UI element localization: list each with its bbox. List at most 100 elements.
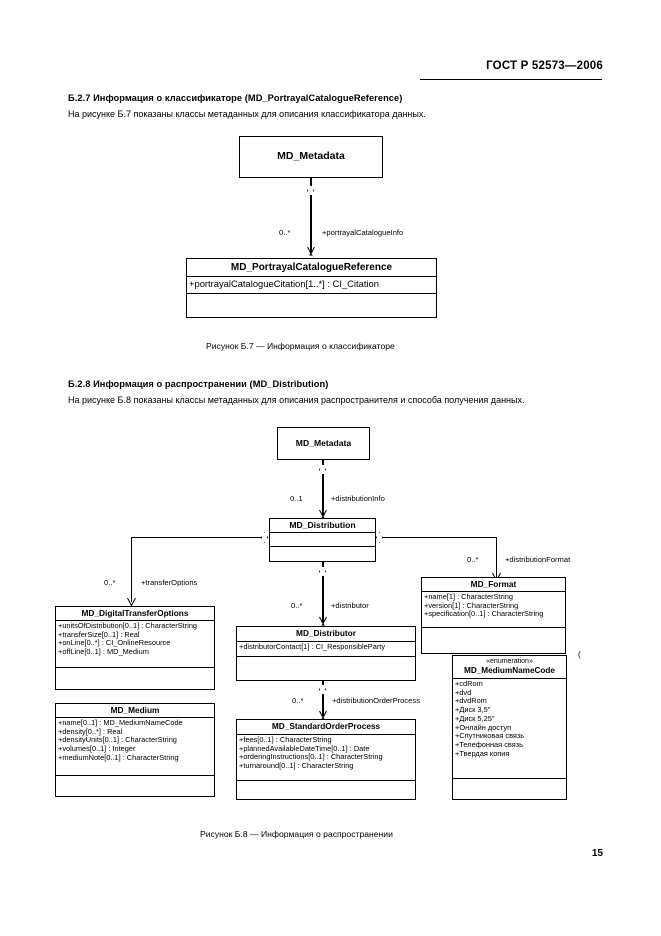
section-b28-title: Б.2.8 Информация о распространении (MD_D… — [68, 379, 329, 389]
uml-operation-compartment — [56, 776, 214, 797]
assoc-multiplicity: 0..1 — [290, 494, 303, 503]
uml-operation-compartment — [270, 547, 375, 561]
uml-attribute: +onLine[0..*] : CI_OnlineResource — [58, 638, 171, 648]
uml-class-name: MD_PortrayalCatalogueReference — [187, 259, 436, 277]
assoc-arrowhead — [306, 247, 317, 256]
assoc-multiplicity: 0..* — [292, 696, 304, 705]
assoc-line-segment — [496, 537, 498, 578]
uml-class-md-distributor[interactable]: MD_Distributor +distributorContact[1] : … — [236, 626, 416, 681]
uml-operation-compartment — [56, 668, 214, 689]
assoc-line-segment — [383, 537, 497, 539]
aggregation-diamond — [261, 532, 268, 543]
uml-attribute-compartment: +distributorContact[1] : CI_ResponsibleP… — [237, 642, 415, 657]
section-b28-body: На рисунке Б.8 показаны классы метаданны… — [68, 395, 525, 405]
uml-class-name: MD_Distributor — [237, 627, 415, 642]
uml-attribute: +densityUnits[0..1] : CharacterString — [58, 735, 177, 745]
uml-attribute: +orderingInstructions[0..1] : CharacterS… — [239, 752, 383, 762]
uml-attribute-compartment: +portrayalCatalogueCitation[1..*] : CI_C… — [187, 277, 436, 294]
uml-attribute: +mediumNote[0..1] : CharacterString — [58, 752, 179, 762]
uml-attribute: +plannedAvailableDateTime[0..1] : Date — [239, 743, 370, 753]
uml-class-md-standard-order-process[interactable]: MD_StandardOrderProcess +fees[0..1] : Ch… — [236, 719, 416, 800]
page-number: 15 — [591, 848, 603, 859]
uml-class-md-portrayal-catalogue-reference[interactable]: MD_PortrayalCatalogueReference +portraya… — [186, 258, 437, 318]
uml-attribute-compartment: +name[0..1] : MD_MediumNameCode +density… — [56, 718, 214, 776]
section-b27-title: Б.2.7 Информация о классификаторе (MD_Po… — [68, 93, 403, 103]
section-b27-body: На рисунке Б.7 показаны классы метаданны… — [68, 109, 426, 119]
figure-b8-caption: Рисунок Б.8 — Информация о распространен… — [200, 829, 393, 839]
uml-operation-compartment — [237, 781, 415, 801]
uml-class-md-medium-name-code[interactable]: «enumeration» MD_MediumNameCode +cdRom +… — [452, 655, 567, 800]
page-edge-mark: ( — [578, 650, 581, 659]
assoc-line-segment — [322, 460, 324, 465]
uml-attribute: +turnaround[0..1] : CharacterString — [239, 761, 354, 771]
assoc-rolename: +distributionFormat — [505, 555, 571, 564]
assoc-line-segment — [322, 576, 324, 622]
assoc-multiplicity: 0..* — [279, 228, 291, 237]
uml-attribute: +Диск 5,25" — [455, 713, 495, 723]
assoc-line-segment — [310, 195, 312, 253]
uml-attribute: +volumes[0..1] : Integer — [58, 744, 136, 754]
assoc-rolename: +distributionOrderProcess — [332, 696, 420, 705]
uml-attribute-compartment: +unitsOfDistribution[0..1] : CharacterSt… — [56, 621, 214, 668]
uml-class-name: MD_Distribution — [270, 519, 375, 533]
uml-class-md-metadata[interactable]: MD_Metadata — [239, 136, 383, 178]
uml-operation-compartment — [453, 779, 566, 799]
uml-attribute-compartment — [270, 533, 375, 547]
uml-operation-compartment — [422, 628, 565, 653]
standard-header: ГОСТ Р 52573—2006 — [486, 60, 603, 72]
assoc-line-segment — [322, 694, 324, 716]
assoc-multiplicity: 0..* — [104, 578, 116, 587]
uml-attribute: +offLine[0..1] : MD_Medium — [58, 647, 149, 657]
assoc-line-segment — [322, 474, 324, 515]
uml-attribute: +portrayalCatalogueCitation[1..*] : CI_C… — [189, 278, 379, 289]
uml-attribute: +fees[0..1] : CharacterString — [239, 735, 332, 744]
uml-class-md-medium[interactable]: MD_Medium +name[0..1] : MD_MediumNameCod… — [55, 703, 215, 797]
uml-attribute-compartment: +name[1] : CharacterString +version[1] :… — [422, 592, 565, 628]
assoc-line-segment — [322, 562, 324, 567]
uml-attribute: +distributorContact[1] : CI_ResponsibleP… — [239, 642, 386, 651]
uml-class-name: MD_Medium — [56, 704, 214, 718]
uml-attribute: +unitsOfDistribution[0..1] : CharacterSt… — [58, 621, 198, 630]
uml-class-md-metadata-2[interactable]: MD_Metadata — [277, 427, 370, 460]
assoc-rolename: +portrayalCatalogueInfo — [322, 228, 404, 237]
uml-class-md-format[interactable]: MD_Format +name[1] : CharacterString +ve… — [421, 577, 566, 654]
uml-class-name: MD_StandardOrderProcess — [237, 720, 415, 735]
uml-class-name: MD_MediumNameCode — [464, 666, 555, 676]
uml-attribute: +specification[0..1] : CharacterString — [424, 609, 544, 619]
aggregation-diamond — [376, 532, 383, 543]
uml-attribute: +Телефонная связь — [455, 740, 524, 750]
uml-attribute: +Твердая копия — [455, 748, 510, 758]
uml-attribute: +version[1] : CharacterString — [424, 600, 519, 610]
uml-attribute: +cdRom — [455, 679, 483, 688]
assoc-rolename: +distributor — [331, 601, 369, 610]
uml-attribute: +name[0..1] : MD_MediumNameCode — [58, 718, 183, 727]
uml-class-md-distribution[interactable]: MD_Distribution — [269, 518, 376, 562]
uml-attribute: +Диск 3,5" — [455, 705, 491, 715]
uml-class-md-digital-transfer-options[interactable]: MD_DigitalTransferOptions +unitsOfDistri… — [55, 606, 215, 690]
uml-attribute: +dvdRom — [455, 696, 487, 706]
assoc-rolename: +distributionInfo — [331, 494, 385, 503]
assoc-line-segment — [131, 537, 262, 539]
assoc-arrowhead — [318, 617, 329, 626]
assoc-multiplicity: 0..* — [467, 555, 479, 564]
uml-attribute: +Спутниковая связь — [455, 731, 525, 741]
uml-operation-compartment — [187, 294, 436, 315]
assoc-rolename: +transferOptions — [141, 578, 198, 587]
figure-b7-caption: Рисунок Б.7 — Информация о классификатор… — [206, 341, 395, 351]
uml-attribute-compartment: +fees[0..1] : CharacterString +plannedAv… — [237, 735, 415, 781]
assoc-line-segment — [131, 537, 133, 602]
uml-attribute: +dvd — [455, 687, 472, 697]
header-rule — [420, 79, 602, 80]
assoc-multiplicity: 0..* — [291, 601, 303, 610]
uml-attribute-compartment: +cdRom +dvd +dvdRom +Диск 3,5" +Диск 5,2… — [453, 679, 566, 779]
uml-attribute: +transferSize[0..1] : Real — [58, 629, 140, 639]
uml-stereotype: «enumeration» — [486, 658, 533, 666]
uml-class-name: MD_Metadata — [295, 437, 352, 448]
uml-attribute: +Онлайн доступ — [455, 722, 512, 732]
uml-class-name: MD_Metadata — [277, 150, 345, 163]
uml-operation-compartment — [237, 657, 415, 680]
uml-attribute: +density[0..*] : Real — [58, 726, 123, 736]
uml-attribute: +name[1] : CharacterString — [424, 592, 513, 601]
assoc-line-segment — [310, 178, 312, 186]
